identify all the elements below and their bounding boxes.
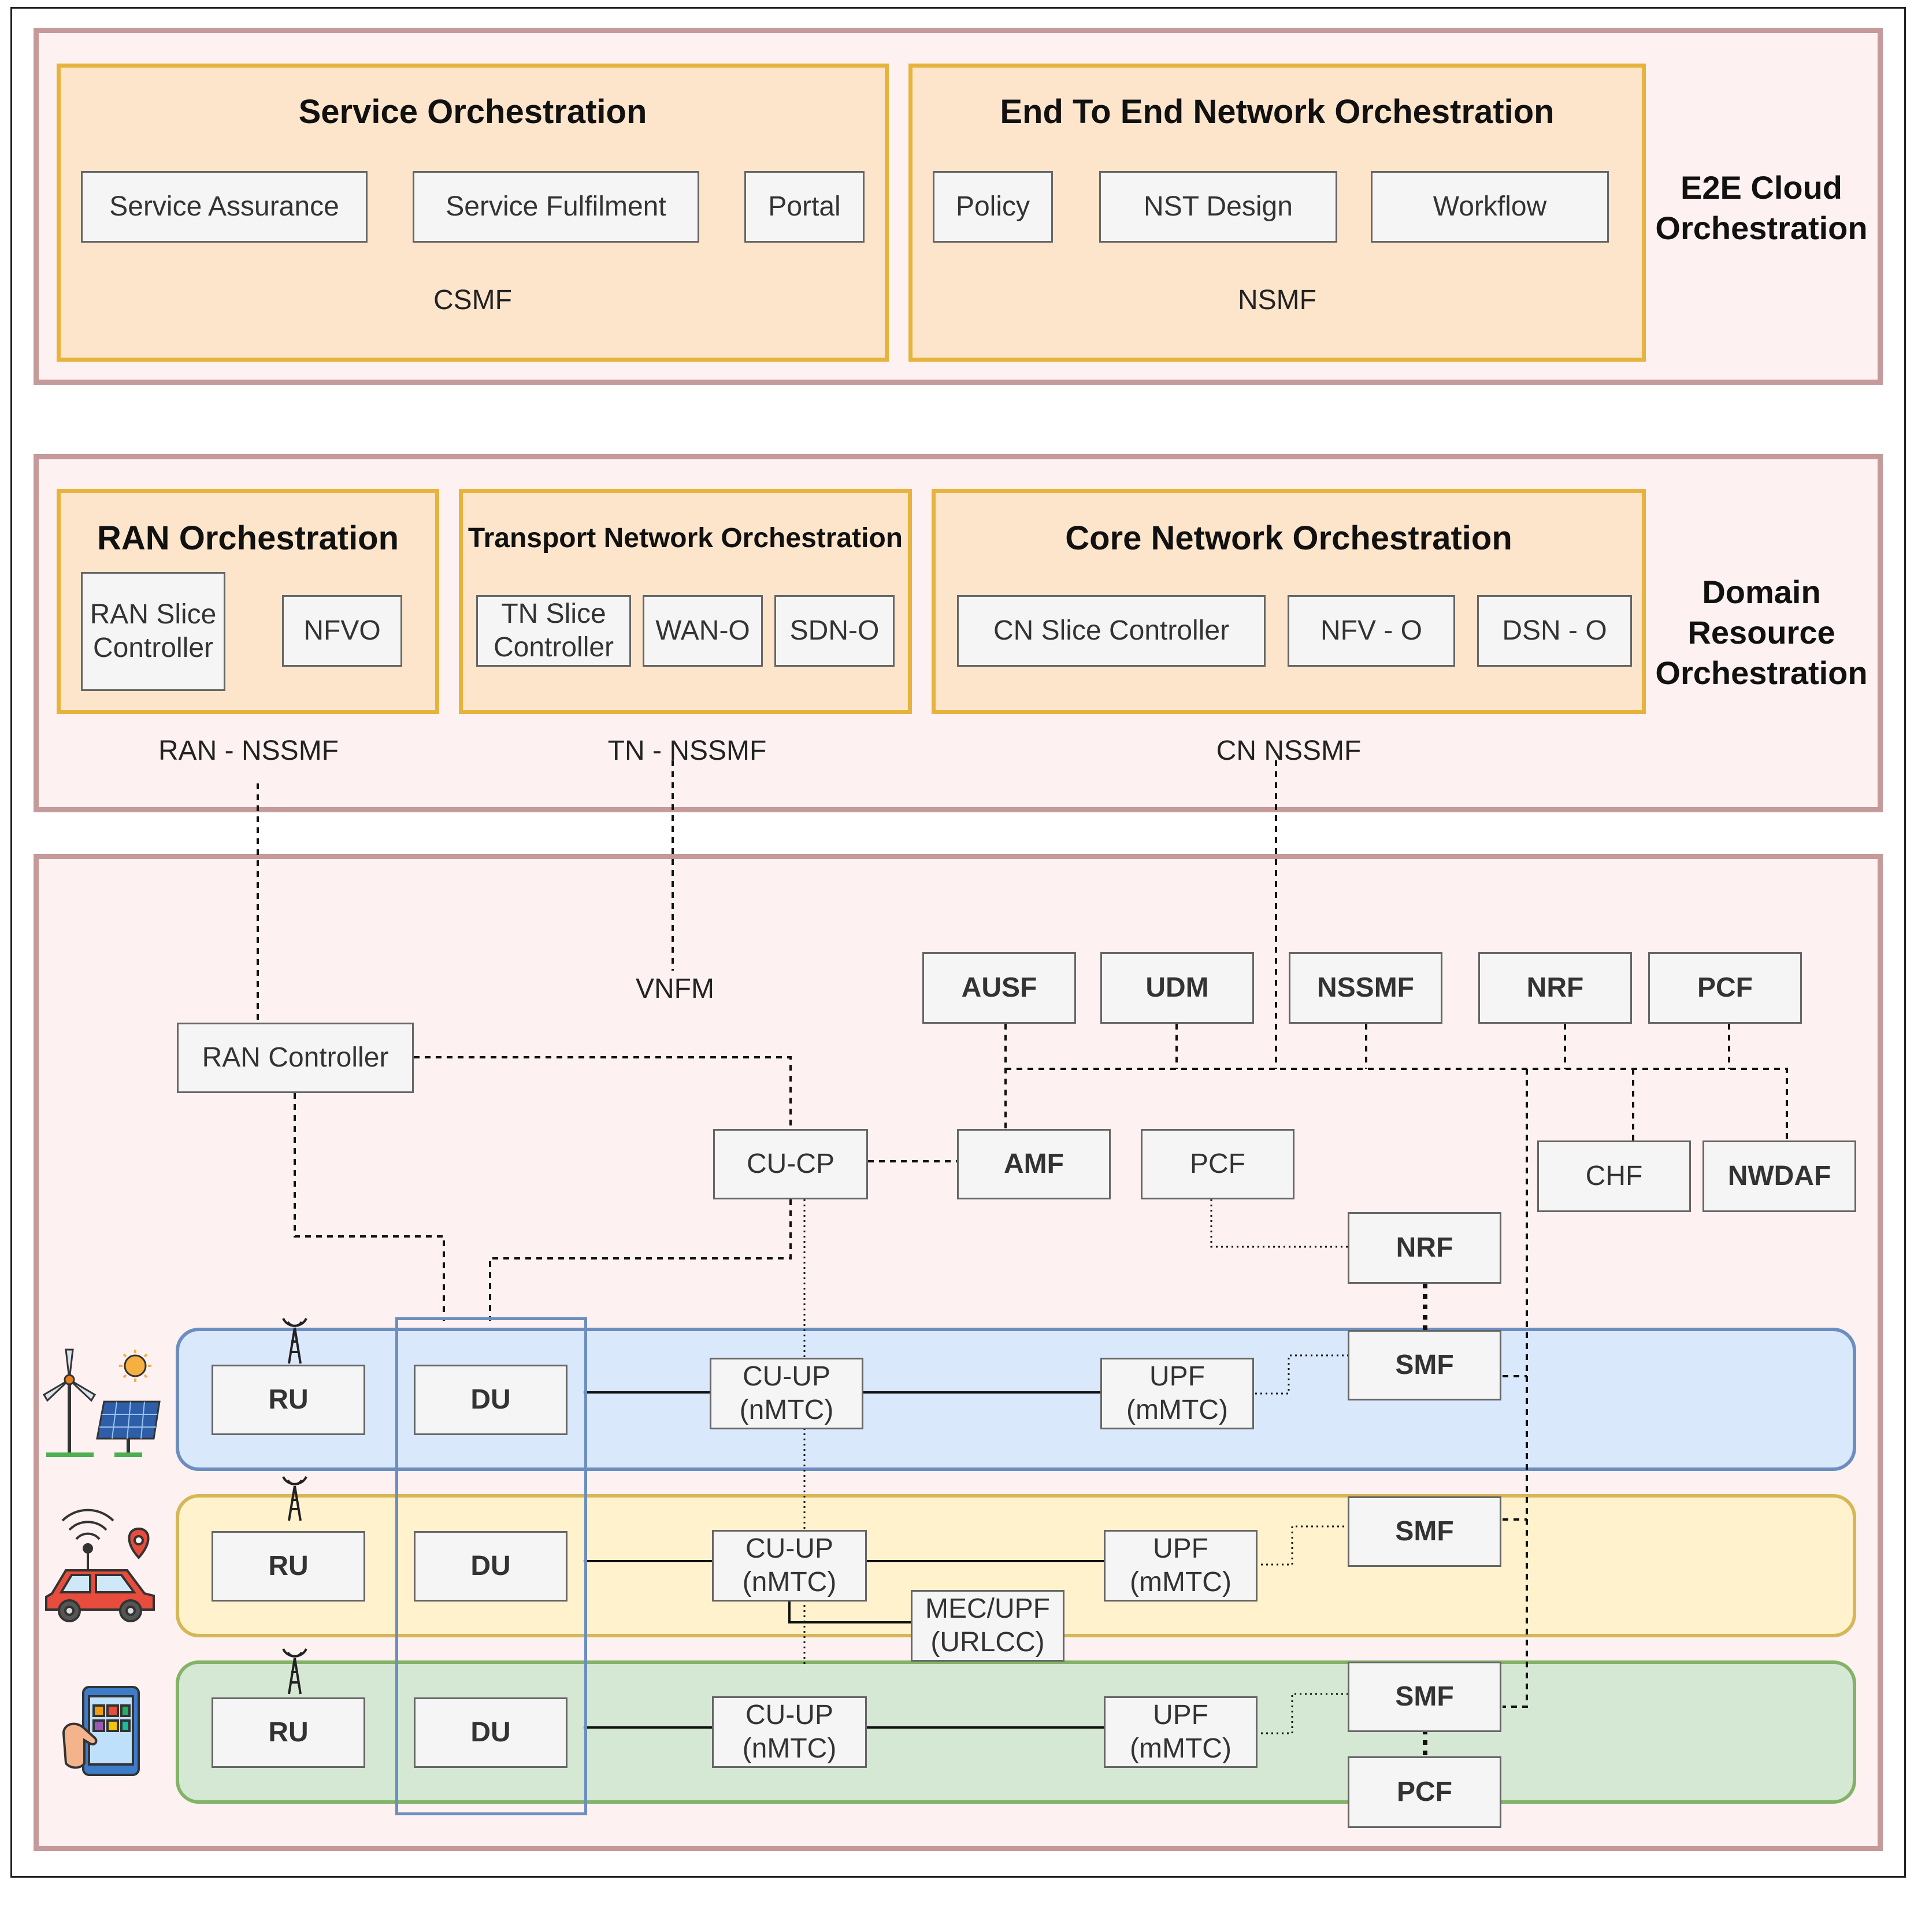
cu-up-box: CU-UP (nMTC)	[712, 1530, 867, 1602]
e2e-cloud-orchestration-label: E2E Cloud Orchestration	[1655, 169, 1868, 246]
ran-nssmf-label: RAN - NSSMF	[158, 735, 339, 766]
smartphone-hand-icon	[62, 1686, 140, 1776]
vnfm-label: VNFM	[636, 974, 714, 1004]
nwdaf-box: NWDAF	[1702, 1140, 1856, 1212]
cn-slice-controller-box: CN Slice Controller	[957, 595, 1266, 667]
tn-nssmf-label: TN - NSSMF	[607, 735, 767, 766]
nfv-o-box: NFV - O	[1288, 595, 1455, 667]
smf-box: SMF	[1348, 1662, 1501, 1732]
du-box: DU	[414, 1531, 567, 1602]
domain-resource-orchestration-label: Domain Resource Orchestration	[1655, 574, 1868, 691]
chf-box: CHF	[1537, 1140, 1691, 1212]
service-orchestration-title: Service Orchestration	[298, 93, 647, 131]
ran-slice-controller-box: RAN Slice Controller	[81, 572, 225, 691]
service-assurance-box: Service Assurance	[81, 171, 368, 243]
pcf-mid-box: PCF	[1141, 1129, 1294, 1199]
upf-box: UPF (mMTC)	[1104, 1696, 1258, 1768]
connected-car-icon	[45, 1509, 155, 1622]
du-box: DU	[414, 1365, 567, 1435]
ru-box: RU	[212, 1697, 365, 1768]
du-box: DU	[414, 1697, 567, 1768]
amf-box: AMF	[957, 1129, 1111, 1199]
service-fulfilment-box: Service Fulfilment	[413, 171, 699, 243]
pcf-bottom-box: PCF	[1348, 1756, 1501, 1828]
core-network-orchestration-title: Core Network Orchestration	[1065, 519, 1512, 557]
ausf-box: AUSF	[922, 952, 1076, 1024]
smf-box: SMF	[1348, 1496, 1501, 1567]
portal-box: Portal	[744, 171, 865, 243]
e2e-network-orchestration-title: End To End Network Orchestration	[1000, 93, 1555, 131]
wind-solar-energy-icon	[42, 1348, 161, 1457]
csmf-label: CSMF	[433, 285, 512, 315]
cn-nssmf-label: CN NSSMF	[1216, 735, 1362, 766]
ru-box: RU	[212, 1365, 365, 1435]
smf-box: SMF	[1348, 1330, 1501, 1400]
du-group-outline	[395, 1317, 587, 1815]
workflow-box: Workflow	[1371, 171, 1609, 243]
ran-orchestration-title: RAN Orchestration	[97, 519, 399, 557]
nfvo-box: NFVO	[282, 595, 402, 667]
upf-box: UPF (mMTC)	[1100, 1358, 1254, 1429]
nsmf-label: NSMF	[1238, 285, 1316, 315]
pcf-top-box: PCF	[1648, 952, 1802, 1024]
dsn-o-box: DSN - O	[1477, 595, 1632, 667]
cu-cp-box: CU-CP	[713, 1129, 868, 1199]
upf-box: UPF (mMTC)	[1104, 1530, 1258, 1602]
ran-controller-box: RAN Controller	[177, 1023, 414, 1093]
nrf-top-box: NRF	[1478, 952, 1632, 1024]
ru-box: RU	[212, 1531, 365, 1602]
tn-slice-controller-box: TN Slice Controller	[476, 595, 631, 667]
cu-up-box: CU-UP (nMTC)	[712, 1696, 867, 1768]
outer-frame	[10, 7, 1906, 1878]
nst-design-box: NST Design	[1099, 171, 1337, 243]
nssmf-box: NSSMF	[1289, 952, 1442, 1024]
policy-box: Policy	[933, 171, 1053, 243]
udm-box: UDM	[1100, 952, 1254, 1024]
sdn-o-box: SDN-O	[774, 595, 895, 667]
nrf-mid-box: NRF	[1348, 1212, 1501, 1284]
cu-up-box: CU-UP (nMTC)	[710, 1358, 863, 1429]
wan-o-box: WAN-O	[643, 595, 763, 667]
transport-network-orchestration-title: Transport Network Orchestration	[468, 523, 903, 553]
mec-upf-box: MEC/UPF (URLCC)	[911, 1590, 1064, 1662]
